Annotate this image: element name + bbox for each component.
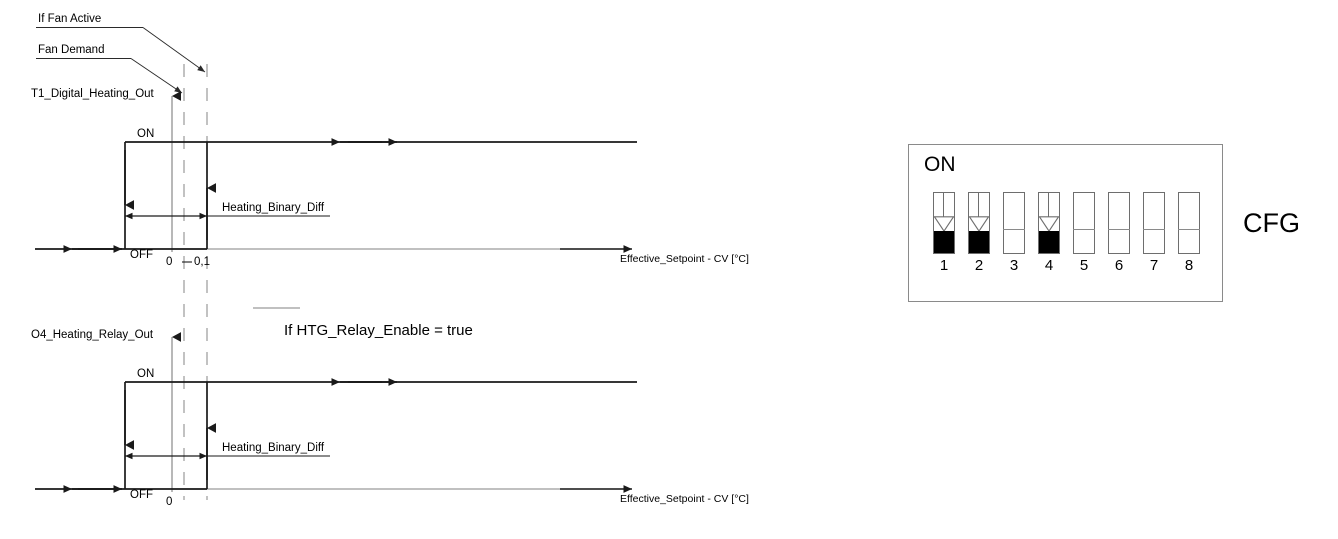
dip-switch-divider (1073, 229, 1095, 231)
signal-label-lower: O4_Heating_Relay_Out (31, 329, 154, 341)
dip-switch-number-3: 3 (1009, 257, 1019, 274)
dip-switch-1[interactable]: 1 (933, 192, 955, 274)
dip-switch-number-6: 6 (1114, 257, 1124, 274)
dip-switch-body (1003, 192, 1025, 254)
x-tick-zero-lower: 0 (166, 496, 173, 508)
chart-heating-relay-out (35, 332, 637, 493)
callout-label-fan-active: If Fan Active (38, 13, 102, 25)
dip-switch-body (1143, 192, 1165, 254)
cfg-label: CFG (1243, 208, 1300, 238)
reference-lines (183, 64, 208, 500)
dip-switch-number-7: 7 (1149, 257, 1159, 274)
y-label-off-lower: OFF (130, 489, 153, 501)
y-label-on-upper: ON (137, 128, 155, 140)
x-tick-zero-upper: 0 (166, 256, 173, 268)
dip-switch-fill-on (969, 231, 989, 253)
dip-switch-block: ON 1 2 3 4 5 6 7 8 (908, 144, 1223, 302)
condition-note: If HTG_Relay_Enable = true (284, 322, 473, 339)
dip-switch-divider (1003, 229, 1025, 231)
dip-switch-divider (1108, 229, 1130, 231)
dip-switch-fill-on (1039, 231, 1059, 253)
callout-leader-fan-active (142, 27, 206, 73)
dip-switch-4[interactable]: 4 (1038, 192, 1060, 274)
x-axis-label-upper: Effective_Setpoint - CV [°C] (620, 253, 749, 265)
dip-switch-7[interactable]: 7 (1143, 192, 1165, 274)
chart-digital-heating-out (35, 91, 637, 263)
callout-leader-fan-demand (130, 58, 183, 94)
dip-switch-body (1073, 192, 1095, 254)
dip-switch-stem (1048, 192, 1049, 217)
dip-switch-number-5: 5 (1079, 257, 1089, 274)
dip-switch-number-1: 1 (939, 257, 949, 274)
signal-label-upper: T1_Digital_Heating_Out (31, 88, 154, 100)
dip-switch-2[interactable]: 2 (968, 192, 990, 274)
dip-switch-5[interactable]: 5 (1073, 192, 1095, 274)
callout-label-fan-demand: Fan Demand (38, 44, 105, 56)
dip-switch-3[interactable]: 3 (1003, 192, 1025, 274)
y-label-on-lower: ON (137, 368, 155, 380)
dimension-label-lower: Heating_Binary_Diff (222, 442, 325, 454)
dip-on-label: ON (924, 153, 956, 176)
dip-switch-stem (943, 192, 944, 217)
dip-switch-stem (978, 192, 979, 217)
dip-switch-8[interactable]: 8 (1178, 192, 1200, 274)
dip-switch-fill-on (934, 231, 954, 253)
dip-switch-6[interactable]: 6 (1108, 192, 1130, 274)
dimension-label-upper: Heating_Binary_Diff (222, 202, 325, 214)
dip-switch-number-4: 4 (1044, 257, 1054, 274)
dip-switch-divider (1178, 229, 1200, 231)
callout-leaders (36, 27, 206, 94)
dip-switch-body (1108, 192, 1130, 254)
x-tick-point-one-upper: 0,1 (194, 256, 210, 268)
y-label-off-upper: OFF (130, 249, 153, 261)
dip-switch-number-2: 2 (974, 257, 984, 274)
dip-switch-divider (1143, 229, 1165, 231)
x-axis-label-lower: Effective_Setpoint - CV [°C] (620, 493, 749, 505)
dip-switch-number-8: 8 (1184, 257, 1194, 274)
dip-switch-body (1178, 192, 1200, 254)
